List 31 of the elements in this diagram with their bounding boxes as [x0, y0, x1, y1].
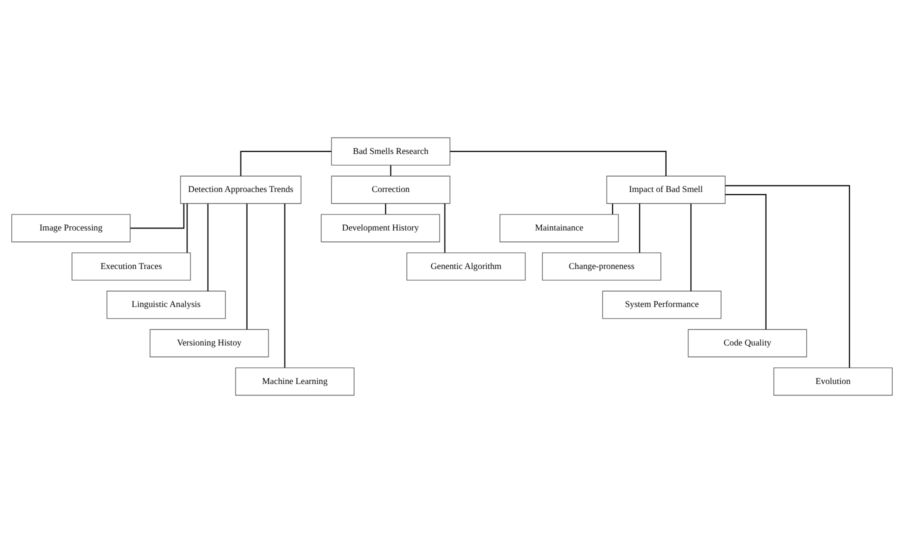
node-box: Correction	[330, 176, 450, 204]
connector	[130, 204, 184, 229]
node-box: Maintainance	[499, 214, 618, 242]
node-box: Machine Learning	[234, 368, 354, 396]
node-box: Bad Smells Research	[330, 137, 450, 166]
node-box: Image Processing	[10, 214, 130, 242]
connector	[612, 204, 613, 214]
connector	[246, 204, 247, 330]
node-box: Genentic Algorithm	[406, 252, 526, 281]
connector	[690, 204, 691, 292]
connector	[206, 204, 208, 292]
connector	[186, 204, 188, 253]
node-box: Detection Approaches Trends	[180, 176, 301, 204]
node-box: Development History	[320, 214, 440, 242]
connector	[450, 150, 666, 176]
connector	[724, 194, 766, 330]
node-box: System Performance	[602, 290, 721, 319]
connector	[390, 165, 391, 176]
node-box: Change-proneness	[542, 252, 661, 281]
node-box: Versioning Histoy	[149, 329, 268, 358]
node-box: Execution Traces	[71, 252, 190, 281]
connector	[284, 204, 285, 368]
connector	[384, 204, 386, 214]
node-box: Evolution	[772, 368, 892, 396]
connector	[724, 185, 850, 368]
connector	[444, 204, 445, 253]
connector	[240, 150, 331, 176]
node-box: Linguistic Analysis	[106, 290, 226, 319]
node-box: Code Quality	[687, 329, 807, 358]
node-box: Impact of Bad Smell	[606, 176, 726, 204]
connector	[638, 204, 640, 253]
